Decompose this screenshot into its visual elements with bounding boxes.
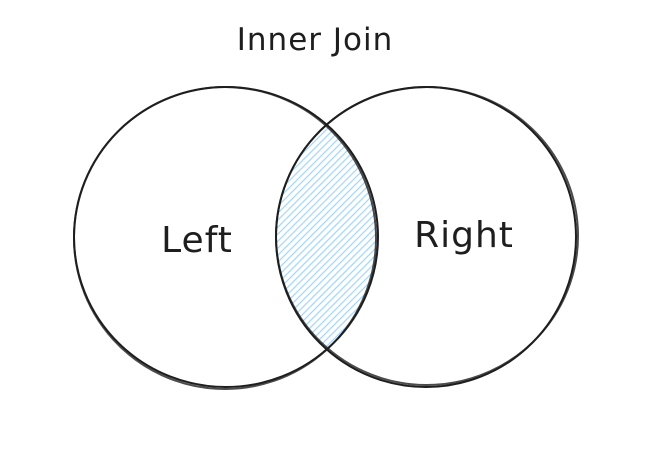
hatch-line	[0, 20, 107, 420]
left-set-circle	[72, 85, 379, 390]
hatch-line	[0, 20, 177, 420]
hatch-line	[276, 87, 378, 387]
hatch-line	[0, 20, 184, 420]
hatch-line	[276, 87, 378, 387]
right-set-label: Right	[414, 215, 514, 256]
hatch-line	[276, 87, 378, 387]
hatch-line	[276, 87, 378, 387]
hatch-line	[276, 87, 378, 387]
diagram-title: Inner Join	[237, 22, 393, 58]
hatch-line	[276, 87, 378, 387]
hatch-line	[276, 87, 378, 387]
hatch-line	[276, 87, 378, 387]
hatch-line	[276, 87, 378, 387]
left-set-label: Left	[161, 220, 233, 261]
hatch-line	[0, 20, 100, 420]
hatch-line	[276, 87, 378, 387]
hatch-line	[276, 87, 378, 387]
hatch-line	[276, 87, 311, 387]
hatch-line	[0, 20, 135, 420]
hatch-line	[276, 87, 318, 387]
hatch-line	[0, 20, 156, 420]
hatch-line	[276, 87, 378, 387]
hatch-line	[276, 87, 304, 387]
hatch-line	[0, 20, 114, 420]
right-set-circle	[275, 85, 579, 388]
intersection-region	[0, 20, 378, 420]
hatch-line	[276, 87, 378, 387]
hatch-line	[276, 87, 378, 387]
hatch-line	[276, 87, 378, 387]
hatch-line	[0, 20, 128, 420]
hatch-line	[276, 87, 378, 387]
hatch-line	[276, 87, 290, 387]
hatch-line	[276, 87, 378, 387]
hatch-line	[0, 20, 170, 420]
hatch-line	[276, 87, 378, 387]
hatch-line	[0, 20, 142, 420]
hatch-line	[276, 87, 378, 387]
hatch-line	[276, 87, 378, 387]
hatch-line	[276, 87, 283, 387]
hatch-line	[276, 87, 378, 387]
hatch-line	[276, 87, 378, 387]
hatch-line	[276, 87, 378, 387]
hatch-line	[0, 20, 121, 420]
hatch-line	[276, 87, 378, 387]
hatch-line	[276, 87, 297, 387]
intersection-hatch	[0, 20, 378, 420]
hatch-line	[276, 87, 378, 387]
